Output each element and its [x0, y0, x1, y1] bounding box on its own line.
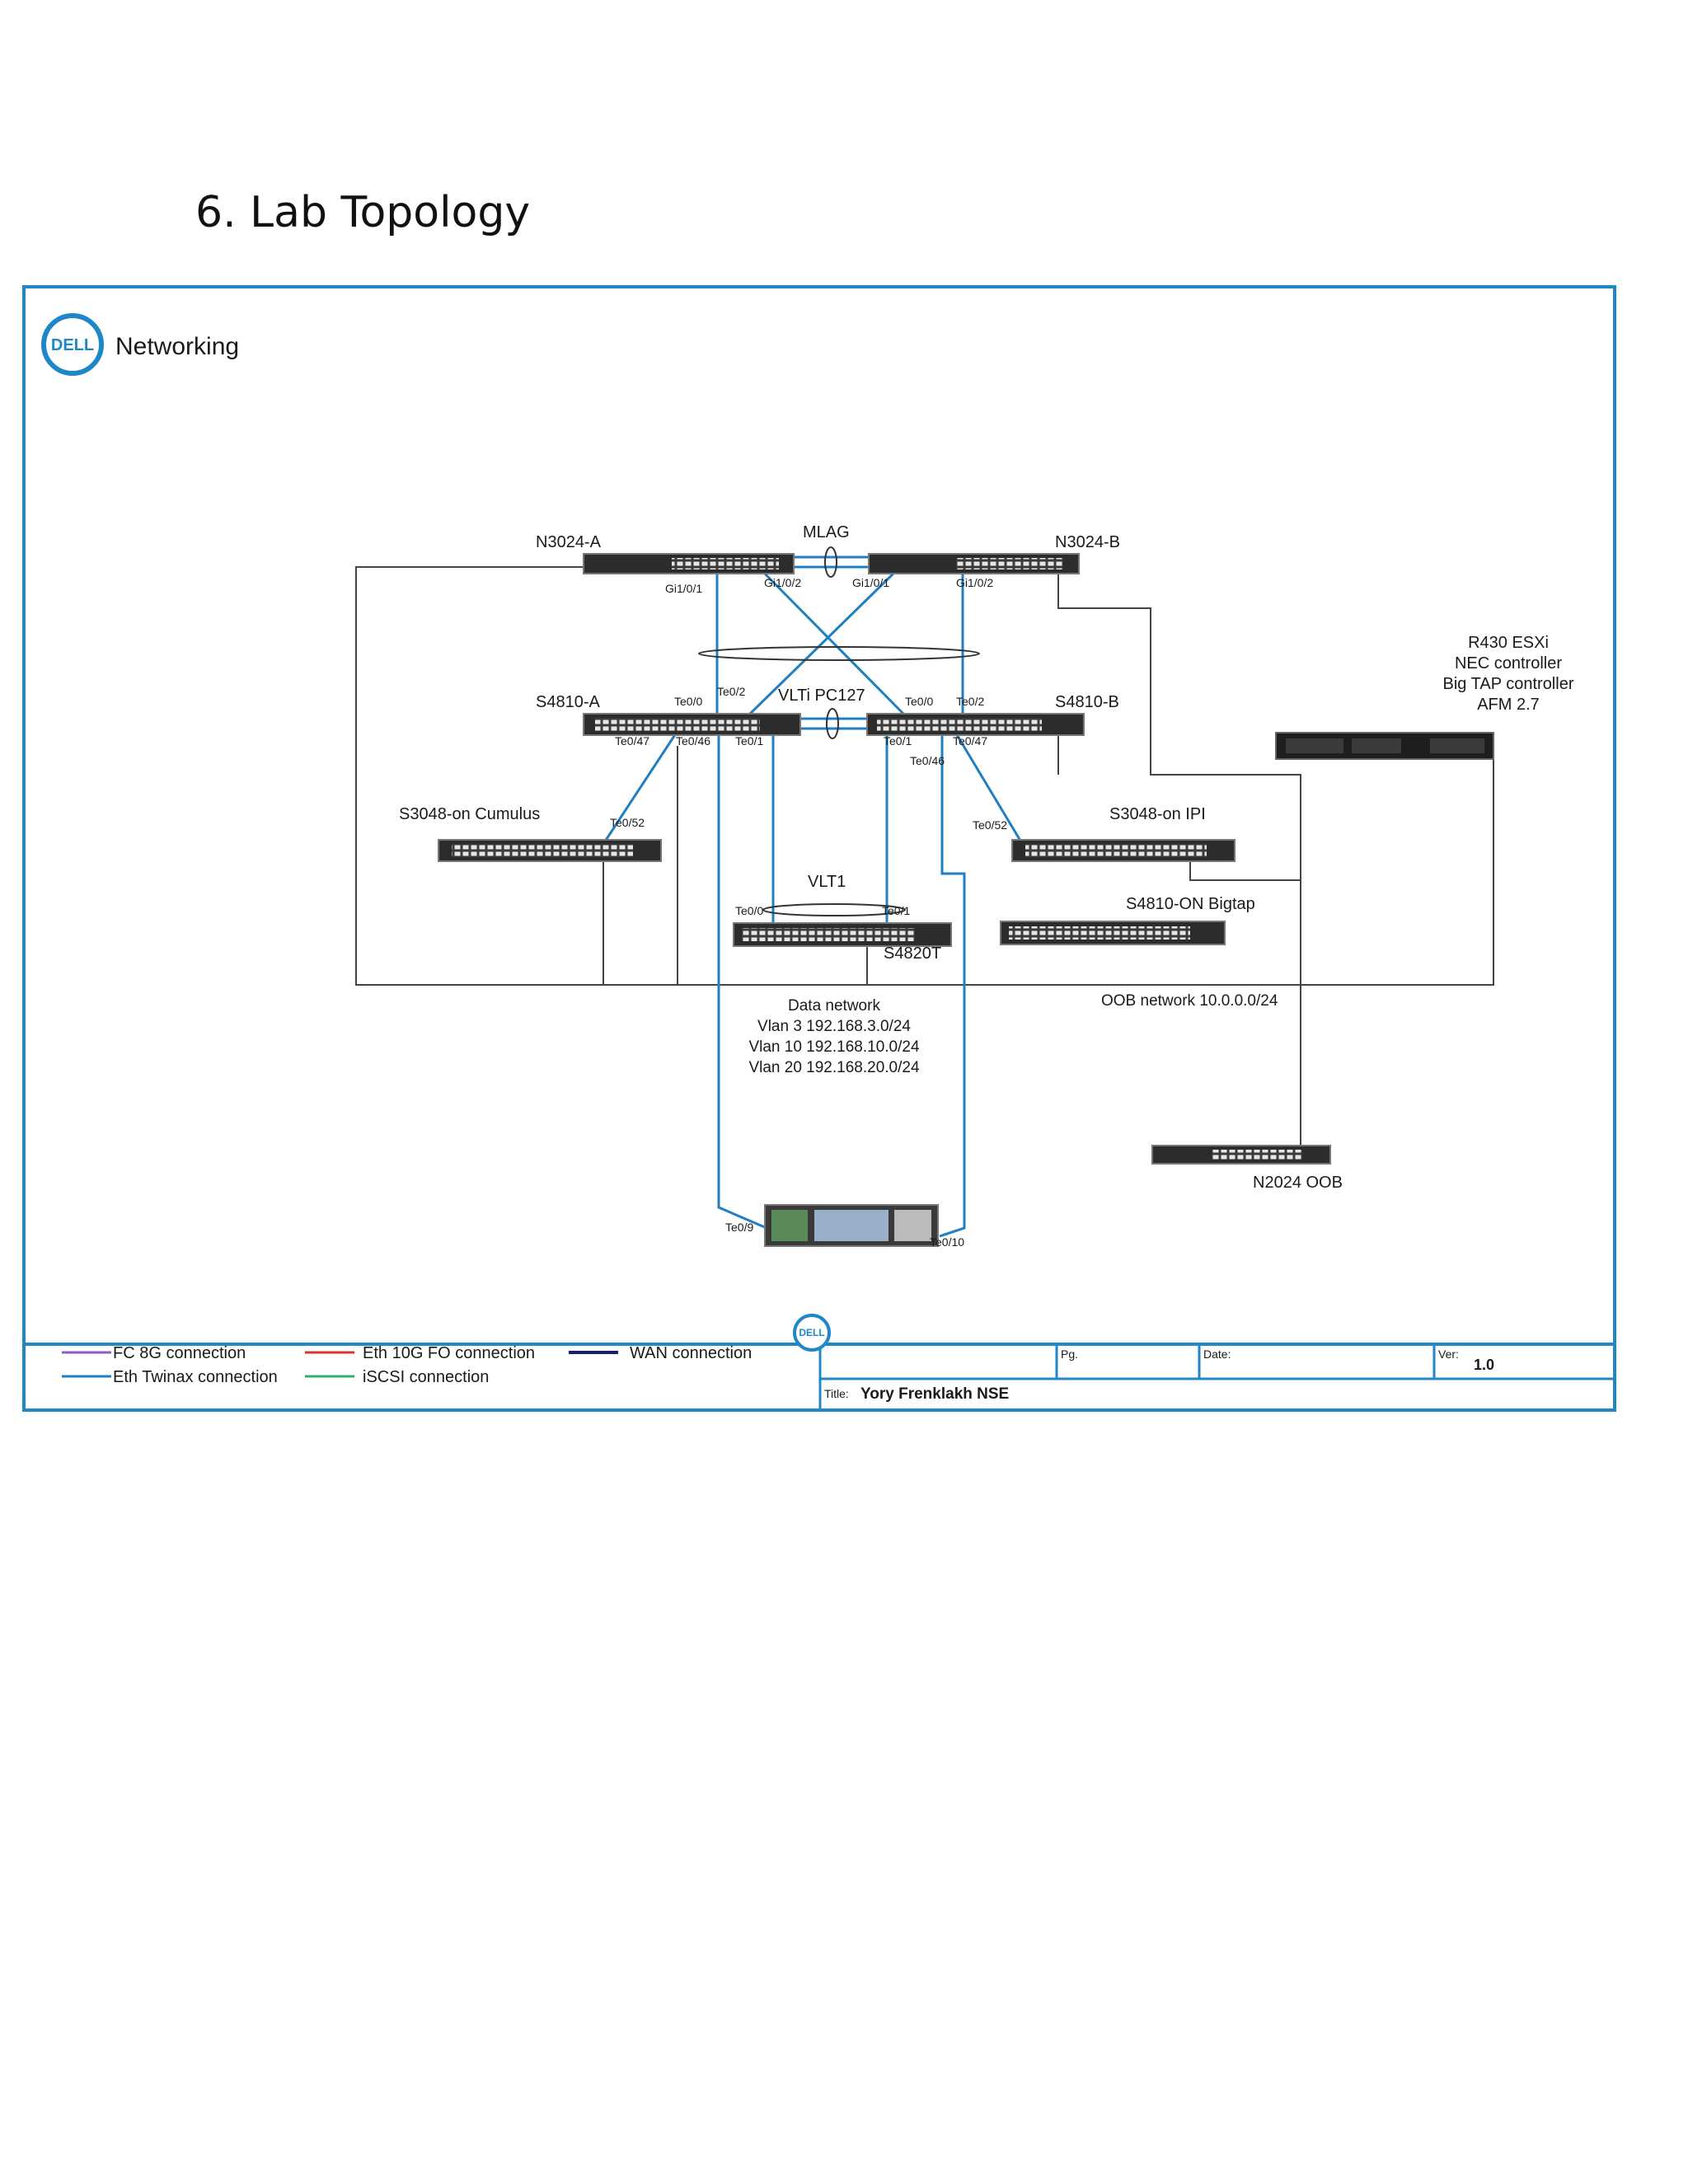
device-label-s3048-ipi: S3048-on IPI: [1109, 805, 1206, 823]
group-label-vlti: VLTi PC127: [778, 687, 865, 705]
dell-logo-small-text: DELL: [799, 1327, 824, 1338]
port-label: Te0/46: [910, 754, 945, 767]
twinax-link: [939, 733, 966, 1238]
title-block-title-label: Title:: [824, 1387, 849, 1400]
port-label: Te0/1: [882, 904, 910, 917]
oob-links: [355, 566, 1494, 1158]
device-label-n3024a: N3024-A: [536, 533, 602, 551]
twinax-link: [758, 567, 907, 717]
oob-network-label: OOB network 10.0.0.0/24: [1101, 992, 1278, 1010]
port-label: Te0/9: [725, 1221, 753, 1234]
port-label: Te0/0: [674, 695, 702, 708]
legend-label-fo: Eth 10G FO connection: [363, 1344, 535, 1362]
chassis-server[interactable]: [764, 1204, 939, 1247]
title-block-title-value: Yory Frenklakh NSE: [860, 1385, 1009, 1403]
port-label: Te0/52: [973, 818, 1007, 832]
vlt1-ellipse: [762, 903, 906, 916]
device-label-s4820t: S4820T: [884, 944, 941, 963]
oob-link: [1189, 860, 1301, 881]
legend-label-twinax: Eth Twinax connection: [113, 1368, 278, 1386]
dell-logo: [41, 313, 104, 376]
device-label-s4810b: S4810-B: [1055, 693, 1119, 711]
legend-label-wan: WAN connection: [630, 1344, 752, 1362]
dell-logo-small: [793, 1314, 831, 1352]
brand-label: Networking: [115, 333, 239, 360]
oob-link: [1057, 569, 1301, 1158]
group-label-vlt1: VLT1: [808, 873, 846, 891]
port-label: Te0/52: [610, 816, 645, 829]
twinax-links: [598, 555, 1027, 1238]
twinax-link: [717, 733, 767, 1230]
twinax-link: [954, 733, 1027, 850]
switch-s4810-bigtap[interactable]: [1000, 921, 1226, 945]
uplink-ellipse: [698, 646, 980, 661]
switch-n3024b[interactable]: [868, 553, 1080, 574]
twinax-link: [598, 733, 678, 850]
port-label: Te0/2: [717, 685, 745, 698]
legend-label-fc: FC 8G connection: [113, 1344, 246, 1362]
device-label-n3024b: N3024-B: [1055, 533, 1120, 551]
group-label-mlag: MLAG: [803, 523, 850, 541]
switch-s4810b[interactable]: [866, 713, 1085, 736]
port-label: Te0/1: [884, 734, 912, 748]
page-heading: 6. Lab Topology: [195, 188, 531, 237]
switch-s4820t[interactable]: [733, 922, 952, 947]
title-block-ver: Ver:: [1438, 1347, 1459, 1361]
port-label: Te0/0: [735, 904, 763, 917]
device-label-s4810a: S4810-A: [536, 693, 600, 711]
server-r430[interactable]: [1275, 732, 1494, 760]
dell-logo-text: DELL: [51, 336, 94, 354]
port-label: Gi1/0/2: [956, 576, 993, 589]
vlti-ellipse: [826, 708, 839, 739]
switch-s3048-ipi[interactable]: [1011, 839, 1236, 862]
device-label-n2024-oob: N2024 OOB: [1253, 1174, 1343, 1192]
title-block-ver-value: 1.0: [1474, 1357, 1494, 1373]
title-block-pg: Pg.: [1061, 1347, 1078, 1361]
port-label: Te0/47: [615, 734, 649, 748]
port-label: Te0/1: [735, 734, 763, 748]
mlag-ellipse: [824, 546, 837, 578]
port-label: Te0/0: [905, 695, 933, 708]
device-label-s4810-bigtap: S4810-ON Bigtap: [1126, 895, 1255, 913]
port-label: Te0/47: [953, 734, 987, 748]
port-label: Gi1/0/2: [764, 576, 801, 589]
legend-label-iscsi: iSCSI connection: [363, 1368, 489, 1386]
title-block-date: Date:: [1203, 1347, 1231, 1361]
switch-s3048-cumulus[interactable]: [438, 839, 662, 862]
port-label: Te0/10: [930, 1235, 964, 1249]
port-label: Gi1/0/1: [852, 576, 889, 589]
port-label: Gi1/0/1: [665, 582, 702, 595]
switch-s4810a[interactable]: [583, 713, 801, 736]
twinax-link: [747, 567, 900, 717]
port-label: Te0/46: [676, 734, 710, 748]
switch-n3024a[interactable]: [583, 553, 795, 574]
port-label: Te0/2: [956, 695, 984, 708]
switch-n2024-oob[interactable]: [1151, 1145, 1331, 1165]
device-label-s3048-cumulus: S3048-on Cumulus: [399, 805, 540, 823]
oob-link: [355, 566, 1494, 986]
